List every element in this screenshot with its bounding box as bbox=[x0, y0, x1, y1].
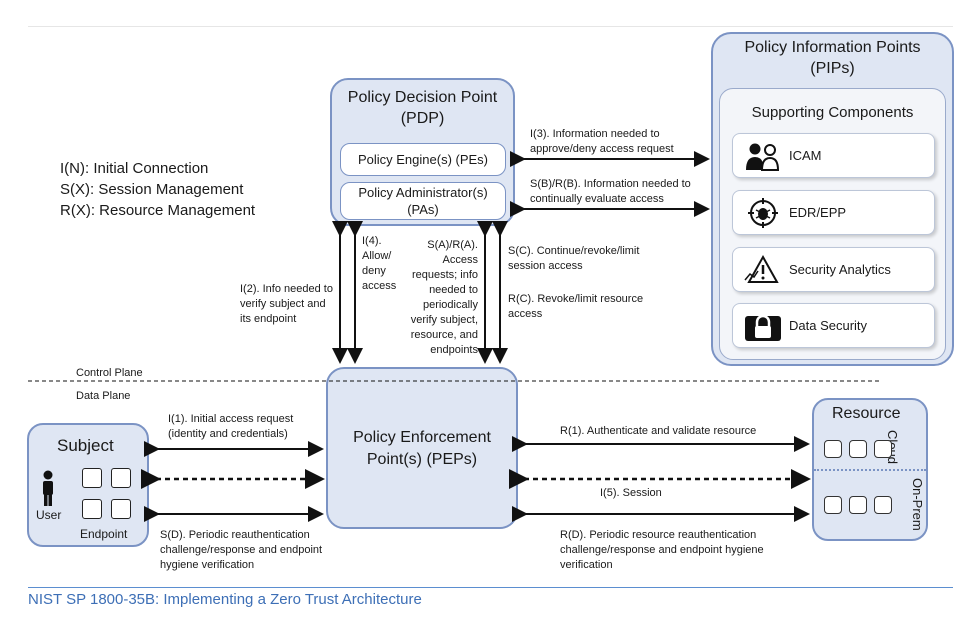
footer-text: NIST SP 1800-35B: Implementing a Zero Tr… bbox=[28, 591, 422, 608]
onprem-gear-icon bbox=[849, 496, 867, 514]
lock-icon bbox=[745, 314, 781, 341]
laptop-icon bbox=[82, 468, 102, 488]
flow-label-rd: R(D). Periodic resource reauthentication… bbox=[560, 529, 764, 571]
cloud-database-icon bbox=[874, 440, 892, 458]
flow-label-sc: S(C). Continue/revoke/limit session acce… bbox=[508, 245, 640, 272]
pip-item-data-security: Data Security bbox=[732, 303, 935, 348]
pip-item-analytics: Security Analytics bbox=[732, 247, 935, 292]
flow-label-i1: I(1). Initial access request (identity a… bbox=[168, 413, 294, 440]
pep-title: Policy Enforcement Point(s) (PEPs) bbox=[353, 429, 491, 468]
phone-icon bbox=[82, 499, 102, 519]
flow-label-i2: I(2). Info needed to verify subject and … bbox=[240, 283, 333, 325]
warning-analytics-icon bbox=[744, 254, 779, 283]
subject-title: Subject bbox=[57, 436, 114, 455]
flow-label-i5: I(5). Session bbox=[600, 487, 662, 499]
policy-admin-box: Policy Administrator(s) (PAs) bbox=[340, 182, 506, 220]
footer-rule bbox=[28, 587, 953, 588]
legend-session: S(X): Session Management bbox=[60, 181, 244, 198]
pip-item-icam: ICAM bbox=[732, 133, 935, 178]
resource-divider bbox=[814, 469, 926, 471]
user-label: User bbox=[36, 508, 62, 522]
flow-label-i3: I(3). Information needed to approve/deny… bbox=[530, 128, 674, 155]
flow-label-rc: R(C). Revoke/limit resource access bbox=[508, 293, 644, 320]
onprem-server-icon bbox=[824, 496, 842, 514]
onprem-database-icon bbox=[874, 496, 892, 514]
flow-label-sd: S(D). Periodic reauthentication challeng… bbox=[160, 529, 323, 571]
pip-title: Policy Information Points (PIPs) bbox=[744, 39, 921, 77]
pip-label-edr: EDR/EPP bbox=[789, 205, 847, 220]
pip-label-analytics: Security Analytics bbox=[789, 262, 891, 277]
endpoint-label: Endpoint bbox=[80, 527, 128, 541]
pip-label-icam: ICAM bbox=[789, 148, 822, 163]
top-rule bbox=[28, 26, 953, 27]
server-icon bbox=[111, 468, 131, 488]
flow-label-sbrb: S(B)/R(B). Information needed to continu… bbox=[530, 178, 691, 205]
control-plane-label: Control Plane bbox=[76, 367, 143, 379]
flow-label-r1: R(1). Authenticate and validate resource bbox=[560, 425, 757, 437]
user-icon bbox=[43, 470, 53, 506]
users-icon bbox=[746, 143, 780, 171]
policy-engine-label: Policy Engine(s) (PEs) bbox=[357, 152, 489, 167]
bug-target-icon bbox=[748, 197, 778, 228]
pep-box bbox=[326, 367, 518, 529]
cloud-icon bbox=[824, 440, 842, 458]
legend-initial: I(N): Initial Connection bbox=[60, 160, 209, 177]
resource-title: Resource bbox=[832, 405, 901, 422]
supporting-components-title: Supporting Components bbox=[751, 104, 914, 121]
pip-label-data-security: Data Security bbox=[789, 318, 868, 333]
flow-label-i4: I(4). Allow/ deny access bbox=[362, 235, 397, 292]
tablet-icon bbox=[111, 499, 131, 519]
data-plane-label: Data Plane bbox=[76, 390, 131, 402]
pdp-title: Policy Decision Point (PDP) bbox=[347, 89, 498, 127]
pip-item-edr: EDR/EPP bbox=[732, 190, 935, 235]
legend-resource: R(X): Resource Management bbox=[60, 202, 256, 219]
cloud-gear-icon bbox=[849, 440, 867, 458]
policy-engine-box: Policy Engine(s) (PEs) bbox=[340, 143, 506, 176]
policy-admin-label: Policy Administrator(s) (PAs) bbox=[358, 185, 488, 217]
flow-label-sara: S(A)/R(A). Access requests; info needed … bbox=[410, 239, 478, 356]
